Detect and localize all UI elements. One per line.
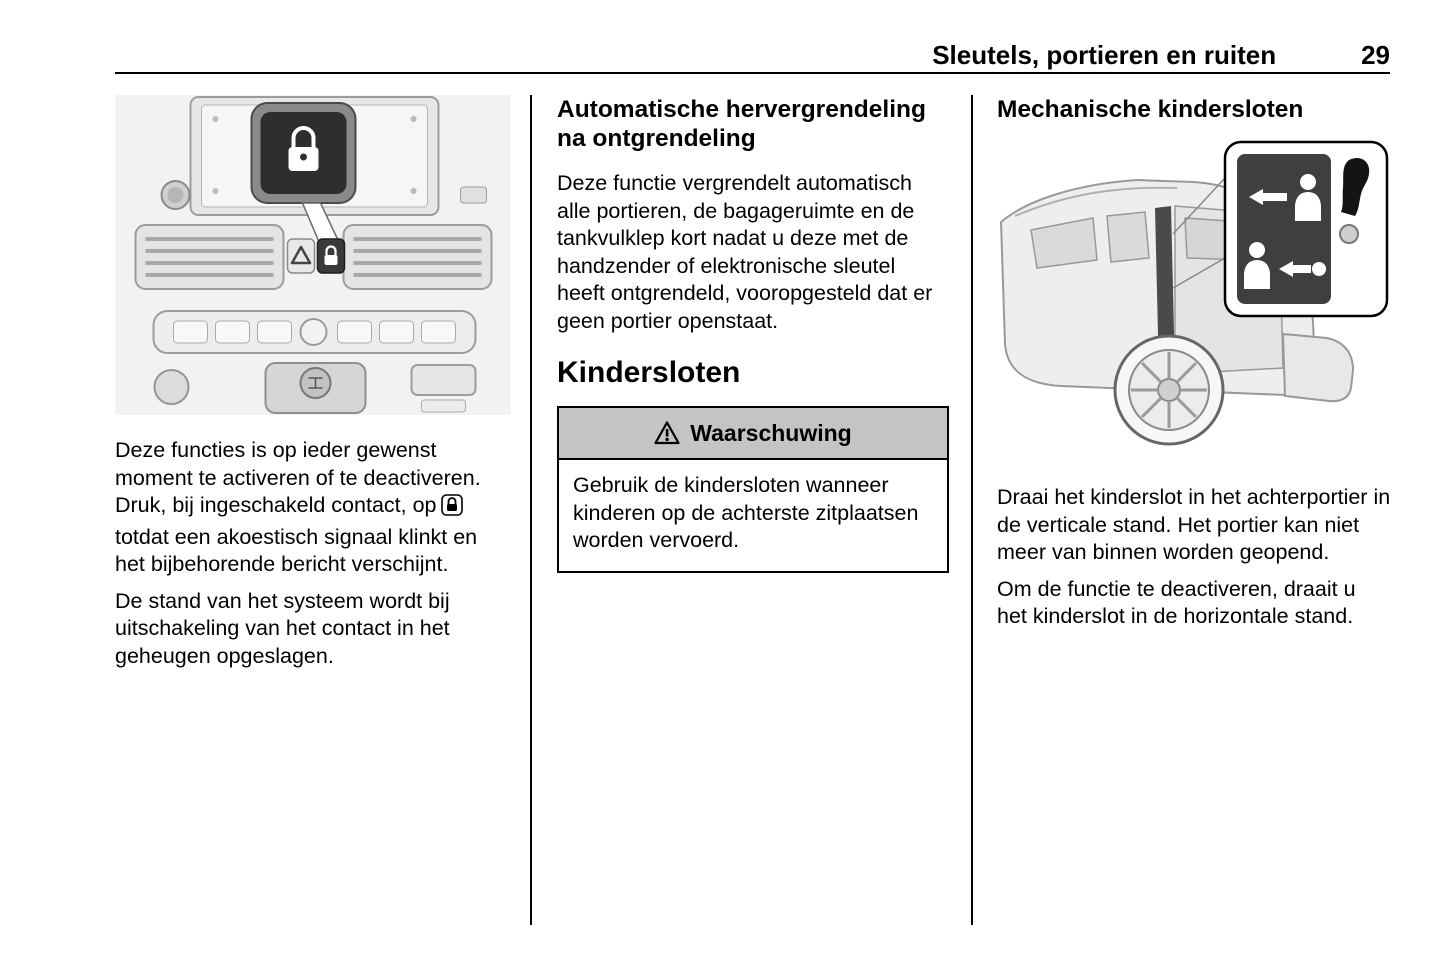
right-column: Mechanische kindersloten [997,95,1391,640]
warning-text: Gebruik de kindersloten wanneer kinderen… [573,473,919,552]
page-header: Sleutels, portieren en ruiten 29 [115,40,1390,70]
column-divider [971,95,973,925]
van-illustration [997,138,1391,460]
paragraph-text: Deze functies is op ieder gewenst moment… [115,438,481,517]
warning-box-header: Waarschuwing [559,408,947,460]
middle-paragraph: Deze functie vergrendelt automatisch all… [557,171,933,333]
right-paragraph-2: Om de functie te deactiveren, draait u h… [997,576,1356,629]
section-heading-child-locks: Kindersloten [557,356,741,389]
paragraph-text: totdat een akoestisch signaal klinkt en … [115,524,478,577]
left-paragraph-1: Deze functies is op ieder gewenst moment… [115,437,511,579]
page-number: 29 [1361,40,1390,70]
chapter-title: Sleutels, portieren en ruiten [932,40,1277,70]
dashboard-illustration [115,95,511,420]
warning-triangle-icon [654,421,680,445]
warning-box: Waarschuwing Gebruik de kindersloten wan… [557,406,949,573]
left-paragraph-2: De stand van het systeem wordt bij uitsc… [115,588,450,668]
header-rule [115,72,1390,74]
right-paragraph-1: Draai het kinderslot in het achterportie… [997,485,1391,564]
column-divider [530,95,532,925]
section-heading-mechanical-child-locks: Mechanische kindersloten [997,96,1304,123]
middle-column: Automatische hervergrendeling na ontgren… [557,95,949,573]
left-column: Deze functies is op ieder gewenst moment… [115,95,511,679]
van-figure [997,138,1391,455]
warning-title: Waarschuwing [690,419,852,446]
section-heading-relocking: Automatische hervergrendeling na ontgren… [557,96,926,152]
central-locking-button-icon [441,494,464,524]
dashboard-figure [115,95,511,415]
